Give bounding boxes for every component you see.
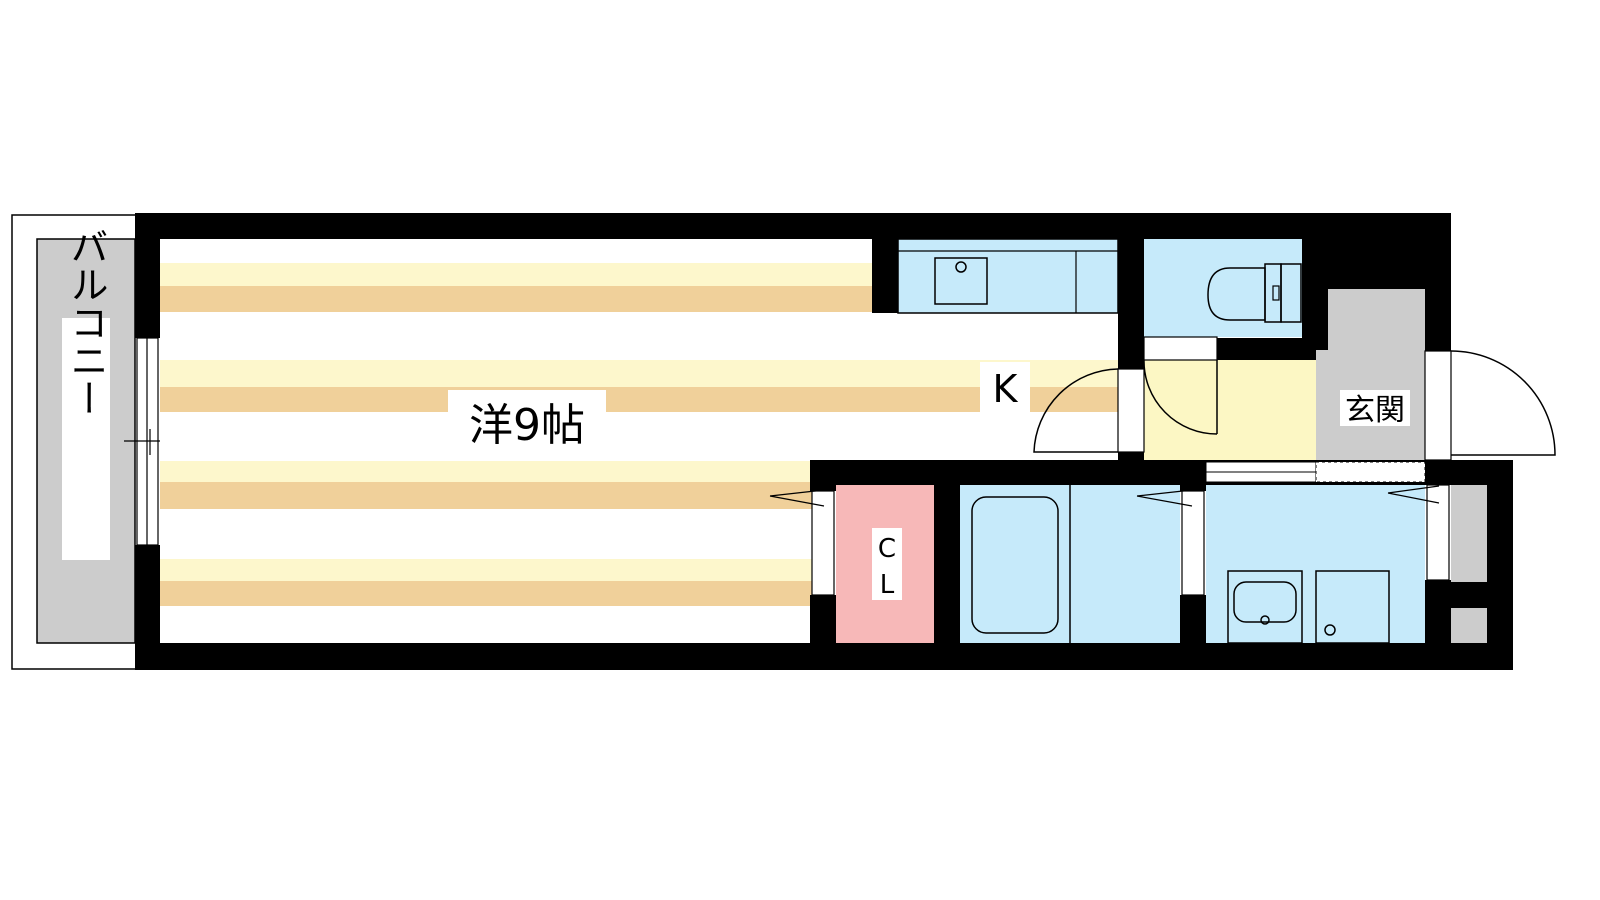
washbasin-icon: [1233, 581, 1297, 623]
washroom: [1205, 461, 1450, 644]
front-door: [1424, 350, 1556, 461]
entrance-label: 玄関: [1345, 393, 1405, 428]
closet-label-top: C: [878, 534, 896, 564]
bathroom: [960, 485, 1205, 643]
closet-label-bottom: L: [880, 570, 895, 600]
western-room-label: 洋9帖: [469, 400, 585, 451]
balcony: バルコニー: [11, 214, 149, 670]
entrance: 玄関: [1316, 289, 1425, 460]
utility-space: [1451, 485, 1487, 643]
washing-machine-icon: [1315, 570, 1390, 644]
toilet-room: [1144, 239, 1302, 337]
hallway: [1143, 336, 1316, 460]
balcony-label: バルコニー: [64, 227, 108, 417]
kitchen-door: [1033, 368, 1145, 453]
outer-walls: [135, 213, 1513, 670]
toilet-icon: [1207, 267, 1266, 321]
sink-icon: [934, 257, 988, 305]
kitchen-label: K: [993, 367, 1019, 411]
closet: C L: [769, 485, 934, 643]
kitchen-counter: [872, 238, 1119, 314]
bathtub-icon: [971, 496, 1059, 634]
balcony-window: [124, 337, 172, 546]
